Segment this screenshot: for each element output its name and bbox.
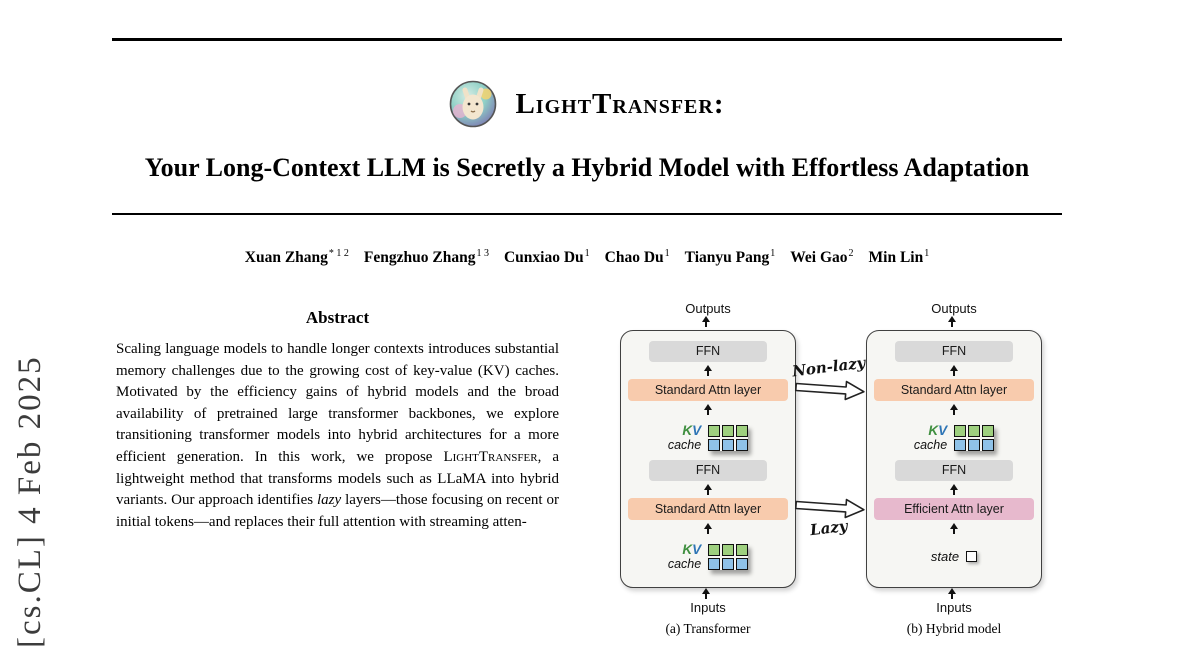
kv-cache-group: KV cache	[667, 418, 749, 458]
ffn-box: FFN	[649, 341, 767, 362]
standard-attn-box: Standard Attn layer	[628, 378, 788, 401]
author-affiliation: 1 3	[476, 248, 489, 259]
author-affiliation: * 1 2	[328, 248, 349, 259]
lazy-term: lazy	[317, 492, 342, 509]
cache-label: cache	[667, 557, 702, 572]
ffn-box: FFN	[895, 460, 1013, 482]
author: Fengzhuo Zhang1 3	[363, 248, 489, 267]
kv-cache-grid	[708, 543, 749, 570]
transformer-panel: FFN Standard Attn layer KV cache FFN Sta…	[620, 330, 796, 588]
up-arrow-icon	[702, 588, 710, 599]
author-affiliation: 1	[770, 248, 776, 259]
state-square-icon	[966, 551, 978, 563]
abstract-section: Abstract Scaling language models to hand…	[116, 308, 559, 533]
author-list: Xuan Zhang* 1 2 Fengzhuo Zhang1 3 Cunxia…	[112, 248, 1062, 267]
abstract-heading: Abstract	[305, 308, 370, 327]
kv-cache-grid	[708, 424, 749, 451]
up-arrow-icon	[704, 484, 712, 496]
up-arrow-icon	[950, 364, 958, 376]
author: Chao Du1	[604, 248, 670, 267]
title-bar: LightTransfer:	[112, 78, 1062, 130]
architecture-figure: Outputs Outputs FFN Standard Attn layer …	[598, 300, 1076, 648]
outputs-label-b: Outputs	[931, 301, 977, 316]
author-affiliation: 1	[924, 248, 930, 259]
state-label: state	[930, 549, 960, 565]
cache-label: cache	[913, 438, 948, 453]
inputs-label-a: Inputs	[690, 600, 726, 615]
mid-rule	[112, 213, 1062, 215]
author: Tianyu Pang1	[684, 248, 776, 267]
author: Xuan Zhang* 1 2	[244, 248, 349, 267]
top-rule	[112, 38, 1062, 41]
kv-cache-group: KV cache	[913, 418, 995, 458]
author: Min Lin1	[868, 248, 930, 267]
up-arrow-icon	[950, 484, 958, 496]
kv-cache-grid	[954, 424, 995, 451]
state-group: state	[930, 537, 978, 577]
standard-attn-box: Standard Attn layer	[874, 378, 1034, 401]
up-arrow-icon	[704, 403, 712, 415]
abstract-body: Scaling language models to handle longer…	[116, 341, 559, 530]
ffn-box: FFN	[895, 341, 1013, 362]
efficient-attn-box: Efficient Attn layer	[874, 498, 1034, 521]
arxiv-sidebar-stamp: [cs.CL] 4 Feb 2025	[12, 355, 48, 648]
kv-cache-group: KV cache	[667, 537, 749, 577]
up-arrow-icon	[702, 316, 710, 327]
hybrid-model-panel: FFN Standard Attn layer KV cache FFN Eff…	[866, 330, 1042, 588]
author: Wei Gao2	[790, 248, 854, 267]
non-lazy-arrow-label: Non-lazy	[791, 353, 867, 381]
cache-label: cache	[667, 438, 702, 453]
kv-label: KV	[682, 422, 702, 438]
lighttransfer-mention: LightTransfer	[443, 448, 538, 465]
lighttransfer-logo-icon	[449, 80, 497, 128]
up-arrow-icon	[704, 523, 712, 534]
caption-hybrid: (b) Hybrid model	[906, 621, 1002, 636]
author-affiliation: 1	[664, 248, 670, 259]
ffn-box: FFN	[649, 460, 767, 482]
outputs-label-a: Outputs	[685, 301, 731, 316]
inputs-label-b: Inputs	[936, 600, 972, 615]
up-arrow-icon	[950, 403, 958, 415]
up-arrow-icon	[948, 588, 956, 599]
caption-transformer: (a) Transformer	[665, 621, 751, 636]
lazy-arrow-label: Lazy	[809, 516, 849, 540]
up-arrow-icon	[950, 523, 958, 534]
author: Cunxiao Du1	[503, 248, 590, 267]
author-affiliation: 1	[584, 248, 590, 259]
up-arrow-icon	[948, 316, 956, 327]
paper-subtitle: Your Long-Context LLM is Secretly a Hybr…	[144, 153, 1030, 182]
standard-attn-box: Standard Attn layer	[628, 498, 788, 521]
paper-title: LightTransfer:	[515, 87, 725, 120]
kv-label: KV	[682, 541, 702, 557]
author-affiliation: 2	[848, 248, 854, 259]
kv-label: KV	[928, 422, 948, 438]
up-arrow-icon	[704, 364, 712, 376]
